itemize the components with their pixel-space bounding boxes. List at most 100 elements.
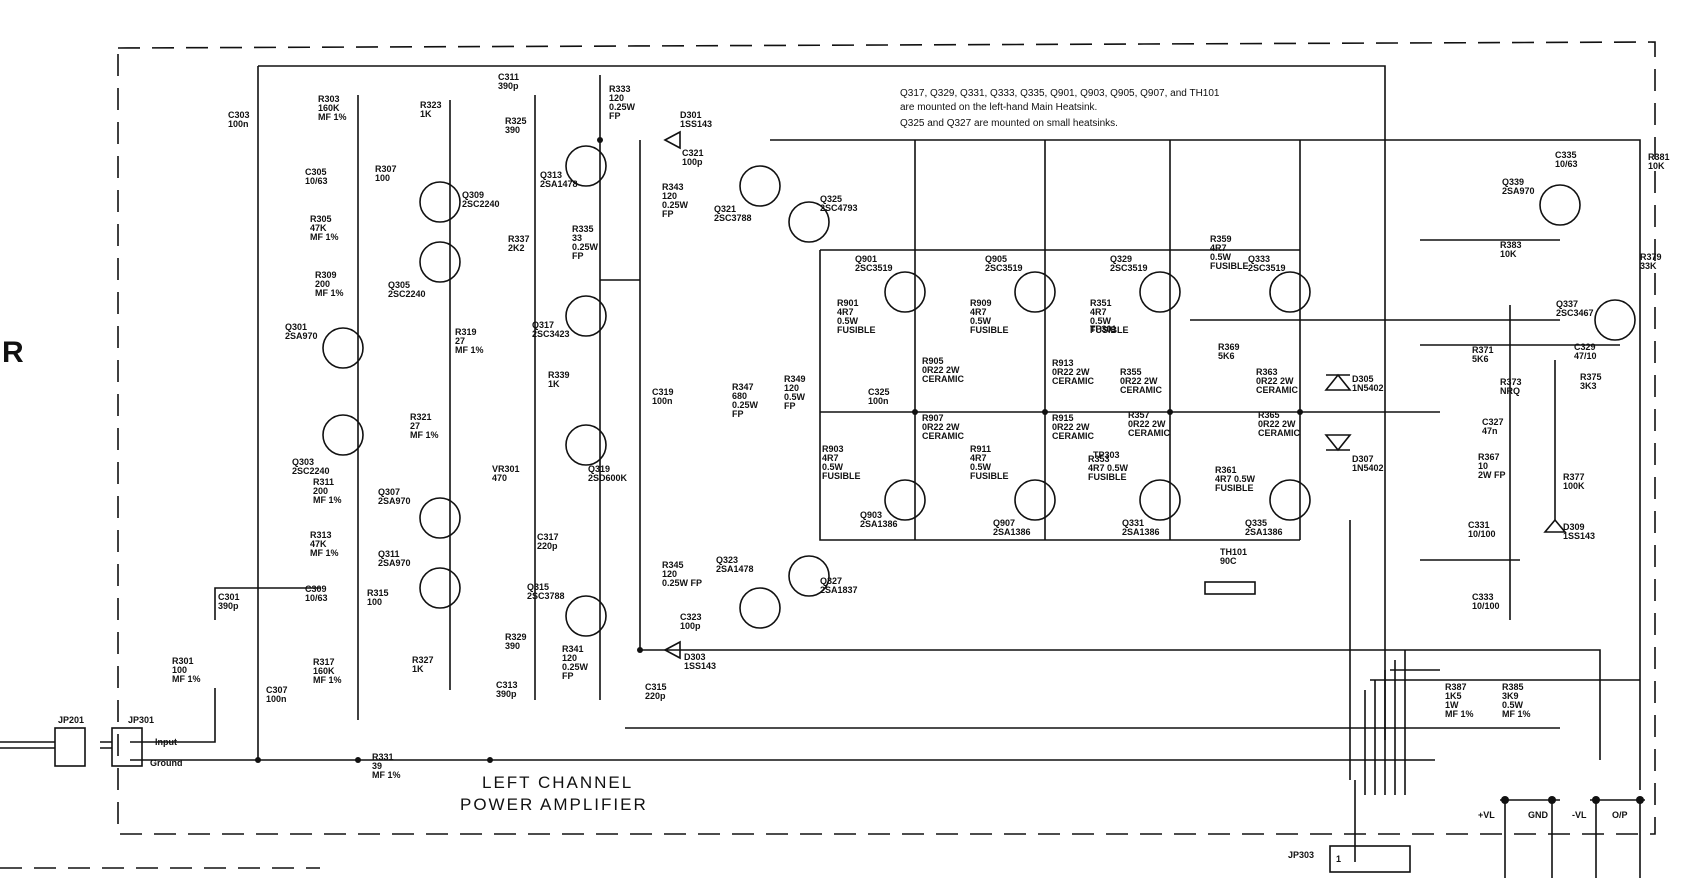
component-label-line: 2SC2240	[462, 199, 500, 209]
component-label-line: 10	[1478, 461, 1488, 471]
output-minus-vl: -VL	[1572, 810, 1587, 820]
component-label-line: 0.5W	[784, 392, 806, 402]
component-label-line: R343	[662, 182, 684, 192]
component-label-line: C323	[680, 612, 702, 622]
component-label-line: R345	[662, 560, 684, 570]
component-label-line: 390	[505, 125, 520, 135]
component-label-line: Q335	[1245, 518, 1267, 528]
component-label-line: Q329	[1110, 254, 1132, 264]
component-label-line: R915	[1052, 413, 1074, 423]
component-label-line: 2SA1478	[716, 564, 754, 574]
title-line-2: POWER AMPLIFIER	[460, 795, 648, 814]
component-label-line: C305	[305, 167, 327, 177]
component-label-line: Q319	[588, 464, 610, 474]
component-label-line: CERAMIC	[1120, 385, 1162, 395]
component-label-line: 2SA970	[285, 331, 318, 341]
component-label-line: 390p	[498, 81, 519, 91]
component-label-line: MF 1%	[1445, 709, 1474, 719]
component-label-line: R387	[1445, 682, 1467, 692]
component-label-line: 0R22 2W	[1258, 419, 1296, 429]
component-label-line: 10K	[1648, 161, 1665, 171]
component-label-line: 0.25W FP	[662, 578, 702, 588]
component-label-line: 0.25W	[609, 102, 636, 112]
component-label-line: R385	[1502, 682, 1524, 692]
component-label-line: 0.5W	[970, 316, 992, 326]
connector-jp201	[54, 727, 86, 767]
component-label-line: CERAMIC	[1256, 385, 1298, 395]
component-label-line: 100n	[228, 119, 249, 129]
component-label-line: 1N5402	[1352, 463, 1384, 473]
component-label-line: D309	[1563, 522, 1585, 532]
component-label-line: MF 1%	[310, 232, 339, 242]
component-label-line: 2SA970	[378, 558, 411, 568]
component-label-line: MF 1%	[410, 430, 439, 440]
component-label-line: 0R22 2W	[922, 422, 960, 432]
component-label-line: FP	[784, 401, 796, 411]
component-label-line: Q323	[716, 555, 738, 565]
component-label-line: 0.5W	[822, 462, 844, 472]
component-label-line: R323	[420, 100, 442, 110]
component-label-line: CERAMIC	[1128, 428, 1170, 438]
component-label-line: 120	[662, 569, 677, 579]
component-label-line: R901	[837, 298, 859, 308]
component-label-line: C303	[228, 110, 250, 120]
component-label-line: TP303	[1093, 450, 1120, 460]
component-label-line: R355	[1120, 367, 1142, 377]
component-label-line: CERAMIC	[922, 431, 964, 441]
component-label-line: D301	[680, 110, 702, 120]
label-jp301: JP301	[128, 715, 154, 725]
component-label-line: C329	[1574, 342, 1596, 352]
component-label-line: 3K9	[1502, 691, 1519, 701]
component-label-line: Q321	[714, 204, 736, 214]
connector-jp301	[111, 727, 143, 767]
component-label-line: MF 1%	[372, 770, 401, 780]
component-label-line: R327	[412, 655, 434, 665]
component-label-line: 2SA1386	[1122, 527, 1160, 537]
component-label-line: C319	[652, 387, 674, 397]
component-label-line: R303	[318, 94, 340, 104]
component-label-line: 1SS143	[684, 661, 716, 671]
component-label-line: 10/100	[1472, 601, 1500, 611]
component-symbols	[322, 130, 1636, 660]
component-label-line: R361	[1215, 465, 1237, 475]
component-label-line: 0.5W	[1090, 316, 1112, 326]
component-label-line: FP	[732, 409, 744, 419]
component-label-line: R371	[1472, 345, 1494, 355]
component-label-line: 10/63	[1555, 159, 1578, 169]
component-label-line: R331	[372, 752, 394, 762]
component-label-line: C335	[1555, 150, 1577, 160]
label-jp201: JP201	[58, 715, 84, 725]
component-label-line: 4R7	[837, 307, 854, 317]
component-label-line: 1K	[420, 109, 432, 119]
component-label-line: 2W FP	[1478, 470, 1506, 480]
component-label-line: 10/100	[1468, 529, 1496, 539]
component-label-line: 220p	[537, 541, 558, 551]
component-label-line: 0R22 2W	[1256, 376, 1294, 386]
label-input: Input	[155, 737, 177, 747]
